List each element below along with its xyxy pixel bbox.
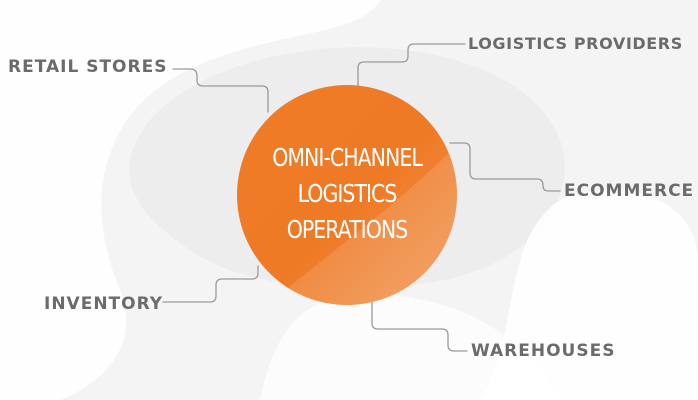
node-label-ecommerce: ECOMMERCE [564, 181, 695, 201]
connector-retail-stores [172, 68, 269, 113]
connector-ecommerce [449, 142, 561, 192]
central-hub-circle: OMNI-CHANNEL LOGISTICS OPERATIONS [237, 85, 457, 305]
hub-title: OMNI-CHANNEL LOGISTICS OPERATIONS [257, 140, 437, 248]
node-label-retail-stores: RETAIL STORES [8, 57, 168, 77]
hub-title-line-3: OPERATIONS [286, 215, 408, 244]
hub-highlight [267, 145, 457, 305]
connector-warehouses [371, 299, 468, 352]
node-label-inventory: INVENTORY [44, 294, 164, 314]
node-label-logistics-providers: LOGISTICS PROVIDERS [468, 34, 683, 53]
connector-inventory [162, 265, 259, 303]
hub-title-line-2: LOGISTICS [297, 179, 398, 208]
connector-logistics-providers [357, 43, 466, 93]
node-label-warehouses: WAREHOUSES [471, 341, 616, 361]
hub-title-line-1: OMNI-CHANNEL [272, 143, 423, 172]
